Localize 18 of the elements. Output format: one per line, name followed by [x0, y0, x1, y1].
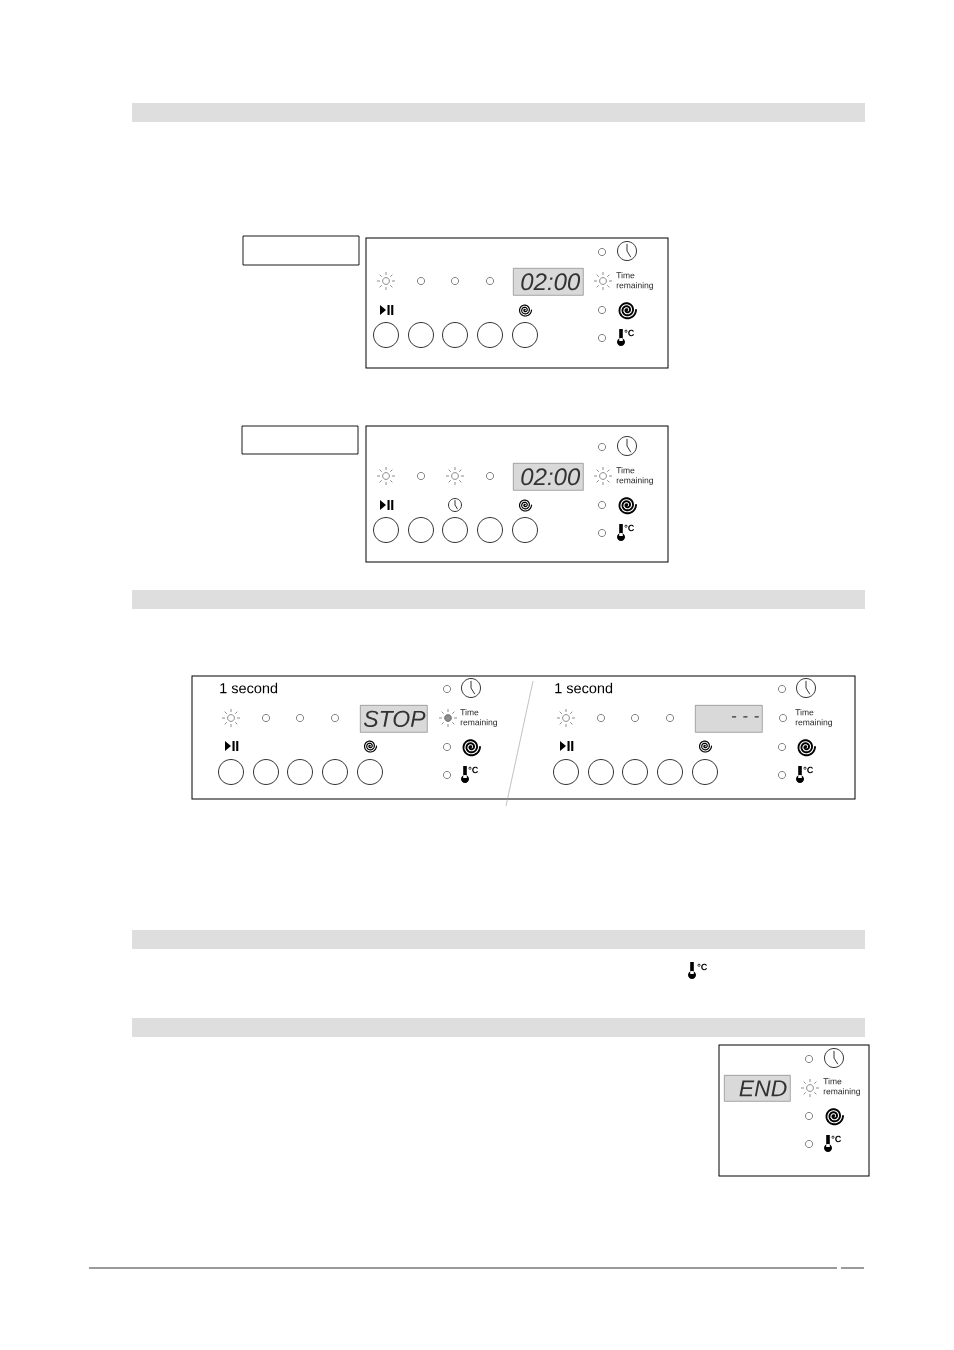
duration-label: 1 second	[220, 682, 278, 694]
indicator-label: Time remaining	[616, 467, 653, 485]
digital-display: - - -	[695, 705, 763, 733]
unit-label: °C	[803, 766, 814, 774]
digital-display: 02:00	[513, 268, 584, 296]
indicator-label: Time remaining	[823, 1078, 860, 1096]
unit-label: °C	[831, 1135, 842, 1143]
unit-label: °C	[624, 329, 635, 337]
duration-label: 1 second	[555, 682, 613, 694]
digital-display: STOP	[360, 705, 428, 733]
indicator-label: Time remaining	[795, 709, 832, 727]
unit-label: °C	[468, 766, 479, 774]
digital-display: 02:00	[513, 463, 584, 491]
indicator-label: Time remaining	[616, 272, 653, 290]
unit-label: °C	[624, 524, 635, 532]
indicator-label: Time remaining	[460, 709, 497, 727]
unit-label: °C	[697, 963, 708, 971]
digital-display: END	[724, 1075, 791, 1102]
